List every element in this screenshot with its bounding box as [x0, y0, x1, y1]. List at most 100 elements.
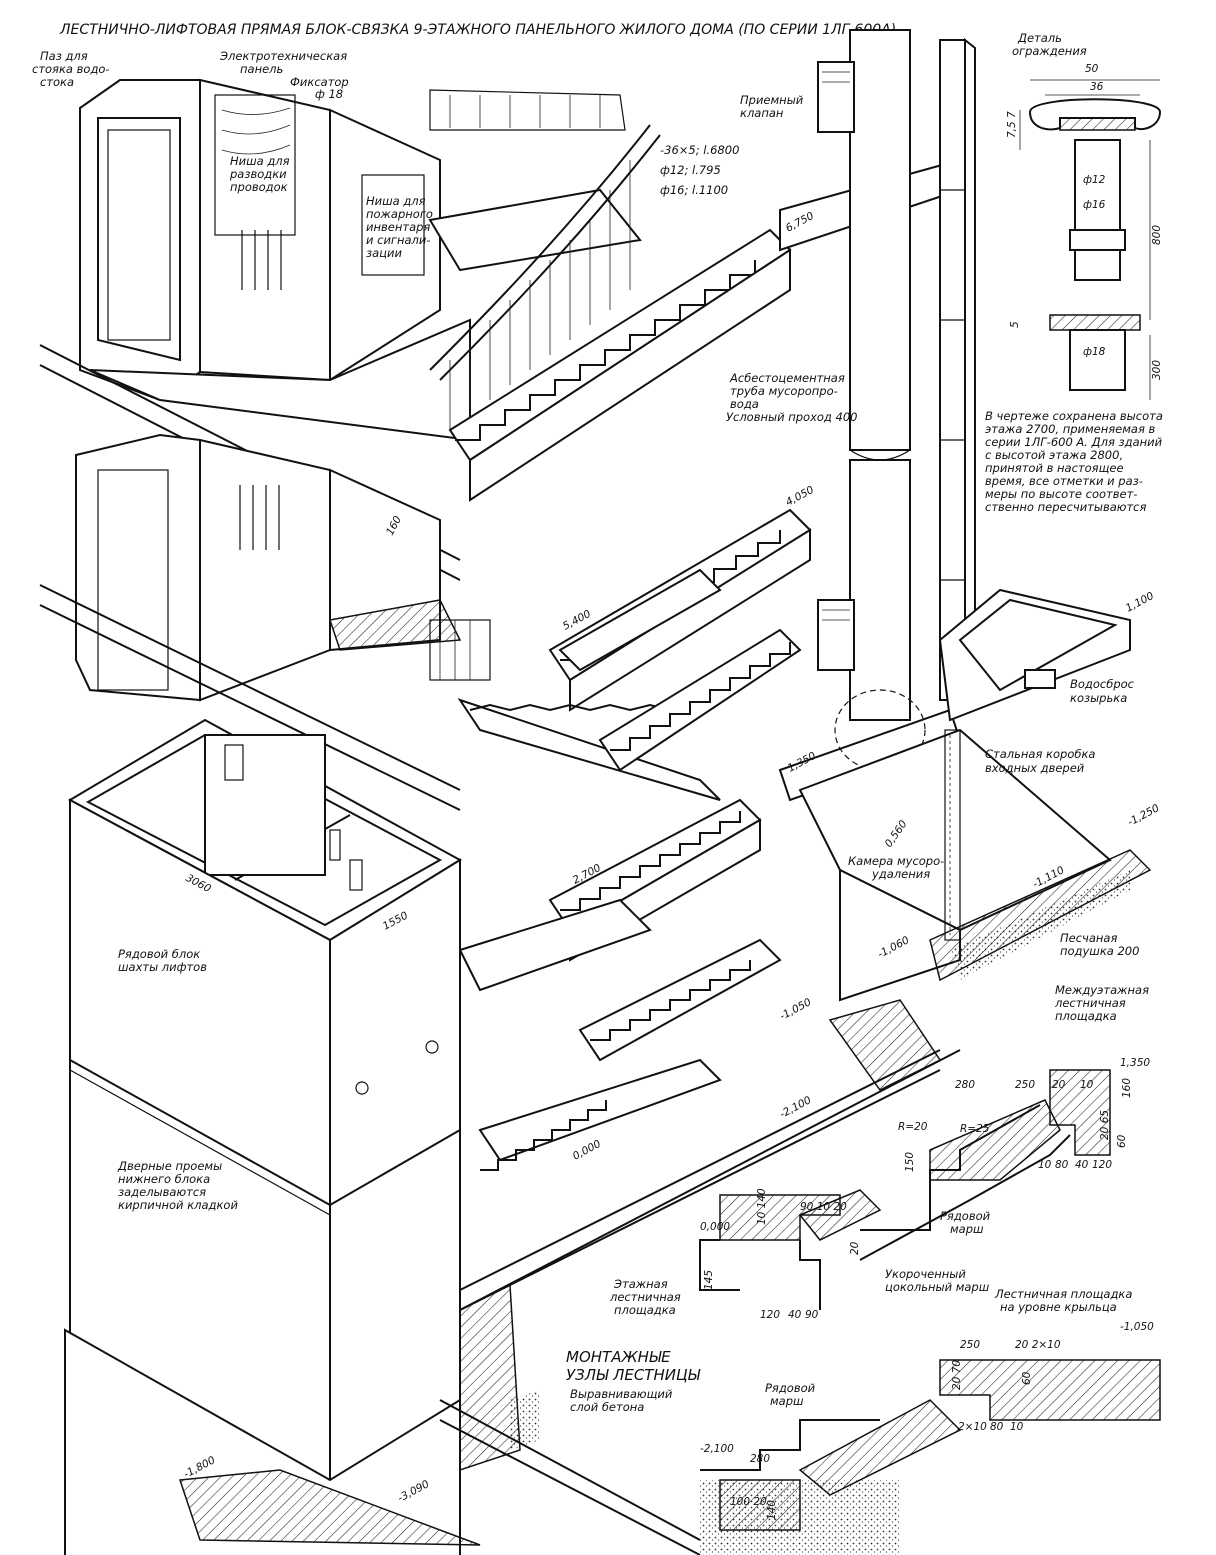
- svg-text:зации: зации: [366, 246, 402, 260]
- svg-text:250: 250: [960, 1339, 980, 1351]
- svg-text:40: 40: [788, 1309, 802, 1321]
- svg-text:140: 140: [766, 1500, 778, 1520]
- svg-text:козырька: козырька: [1070, 691, 1127, 705]
- svg-text:90 10 20: 90 10 20: [800, 1201, 847, 1213]
- label-canopy-drain: Водосброс: [1070, 677, 1135, 691]
- label-porch-landing: Лестничная площадка: [994, 1287, 1132, 1301]
- svg-text:20 70: 20 70: [951, 1360, 963, 1390]
- garbage-chute: [817, 29, 926, 771]
- landing-5400: [558, 568, 722, 672]
- svg-text:10: 10: [1010, 1421, 1024, 1433]
- svg-text:-1,050: -1,050: [1120, 1321, 1154, 1333]
- svg-text:цокольный марш: цокольный марш: [885, 1280, 990, 1294]
- label-mid-landing: Междуэтажная: [1055, 983, 1149, 997]
- svg-text:разводки: разводки: [229, 167, 287, 181]
- svg-text:10 140: 10 140: [756, 1188, 768, 1225]
- heading-montage-nodes: МОНТАЖНЫЕ: [566, 1348, 671, 1366]
- node-mid-landing: [859, 1069, 1111, 1261]
- svg-text:20: 20: [849, 1241, 861, 1255]
- elev-m1050: -1,050: [778, 996, 814, 1023]
- label-floor-landing: Этажная: [613, 1277, 668, 1291]
- svg-text:ф12: ф12: [1083, 174, 1106, 186]
- svg-text:и сигнали-: и сигнали-: [366, 233, 431, 247]
- svg-text:ф18: ф18: [1083, 346, 1106, 358]
- svg-text:160: 160: [1121, 1078, 1133, 1098]
- drawing-title: ЛЕСТНИЧНО-ЛИФТОВАЯ ПРЯМАЯ БЛОК-СВЯЗКА 9-…: [59, 22, 896, 38]
- svg-text:удаления: удаления: [871, 867, 930, 881]
- annotation-labels: Паз для стояка водо- стока Электротехнич…: [32, 31, 1163, 1414]
- svg-text:входных дверей: входных дверей: [985, 761, 1085, 775]
- label-asbestos-pipe: Асбестоцементная: [729, 371, 845, 385]
- svg-text:площадка: площадка: [614, 1303, 676, 1317]
- elevator-shaft-block: [64, 718, 462, 1555]
- svg-text:250: 250: [1015, 1079, 1035, 1091]
- svg-text:лестничная: лестничная: [1054, 996, 1126, 1010]
- foundation: [178, 1049, 961, 1555]
- svg-text:вода: вода: [730, 397, 759, 411]
- entrance-canopy: [938, 588, 1131, 722]
- svg-text:10: 10: [1080, 1079, 1094, 1091]
- left-wall-floor-upper: [39, 78, 471, 581]
- svg-text:марш: марш: [770, 1394, 804, 1408]
- svg-text:время, все отметки и раз-: время, все отметки и раз-: [985, 474, 1143, 488]
- svg-text:60: 60: [1021, 1371, 1033, 1385]
- svg-text:20 2×10: 20 2×10: [1015, 1339, 1061, 1351]
- svg-text:стояка водо-: стояка водо-: [32, 62, 110, 76]
- lower-stair-flight: [458, 798, 941, 1311]
- svg-text:УЗЛЫ ЛЕСТНИЦЫ: УЗЛЫ ЛЕСТНИЦЫ: [566, 1366, 701, 1384]
- svg-text:панель: панель: [240, 62, 283, 76]
- svg-text:марш: марш: [950, 1222, 984, 1236]
- label-steel-box: Стальная коробка: [985, 747, 1095, 761]
- label-electro-panel: Электротехническая: [219, 49, 347, 63]
- svg-text:ф 18: ф 18: [315, 87, 343, 101]
- svg-text:ф16; l.1100: ф16; l.1100: [660, 183, 728, 197]
- svg-text:120: 120: [760, 1309, 780, 1321]
- handrail: [429, 89, 661, 681]
- node-porch-landing: [700, 1359, 1161, 1555]
- elev-4050: 4,050: [784, 484, 816, 509]
- svg-text:Условный проход 400: Условный проход 400: [726, 410, 857, 424]
- left-wall-floor-middle: [39, 433, 462, 811]
- upper-stair-flight: [448, 228, 792, 502]
- garbage-chamber: [798, 728, 1112, 1002]
- svg-text:принятой в настоящее: принятой в настоящее: [985, 461, 1124, 475]
- svg-text:1,350: 1,350: [1120, 1057, 1150, 1069]
- svg-text:60: 60: [1116, 1134, 1128, 1148]
- svg-text:лестничная: лестничная: [609, 1290, 681, 1304]
- ground-hatch: [828, 849, 1152, 1091]
- svg-text:90: 90: [805, 1309, 819, 1321]
- svg-text:800: 800: [1151, 225, 1163, 245]
- svg-text:ф16: ф16: [1083, 199, 1106, 211]
- svg-text:инвентаря: инвентаря: [366, 220, 430, 234]
- railing-detail-dims: 50 36 7,5 7 ф12 ф16 ф18 800 5 300: [1006, 63, 1163, 380]
- svg-text:100 20: 100 20: [730, 1496, 767, 1508]
- svg-text:20 65: 20 65: [1099, 1110, 1111, 1140]
- svg-text:на уровне крыльца: на уровне крыльца: [1000, 1300, 1117, 1314]
- svg-text:150: 150: [904, 1152, 916, 1172]
- svg-text:шахты лифтов: шахты лифтов: [118, 960, 207, 974]
- label-regular-flight-2: Рядовой: [765, 1381, 816, 1395]
- label-sand-cushion: Песчаная: [1060, 931, 1117, 945]
- svg-text:20: 20: [1052, 1079, 1066, 1091]
- svg-text:стока: стока: [40, 75, 74, 89]
- label-short-flight: Укороченный: [885, 1267, 966, 1281]
- svg-text:труба мусоропро-: труба мусоропро-: [730, 384, 838, 398]
- svg-text:R=25: R=25: [960, 1123, 990, 1135]
- svg-text:40: 40: [1075, 1159, 1089, 1171]
- label-door-openings: Дверные проемы: [117, 1159, 222, 1173]
- svg-text:заделываются: заделываются: [118, 1185, 206, 1199]
- middle-stair-flight-b: [457, 628, 802, 801]
- svg-text:ограждения: ограждения: [1012, 44, 1087, 58]
- railing-detail: [1019, 79, 1162, 400]
- svg-text:80: 80: [1055, 1159, 1069, 1171]
- label-rail-spec: -36×5; l.6800: [660, 143, 739, 157]
- svg-text:слой бетона: слой бетона: [570, 1400, 644, 1414]
- label-paz: Паз для: [40, 49, 88, 63]
- svg-text:-2,100: -2,100: [700, 1443, 734, 1455]
- montage-node-dims: 1,350 280 250 20 10 160 R=20 R=25 150 20…: [700, 1057, 1154, 1520]
- svg-text:кирпичной кладкой: кирпичной кладкой: [118, 1198, 238, 1212]
- svg-text:с высотой этажа 2800,: с высотой этажа 2800,: [985, 448, 1123, 462]
- svg-text:проводок: проводок: [230, 180, 288, 194]
- label-niche-wiring: Ниша для: [230, 154, 290, 168]
